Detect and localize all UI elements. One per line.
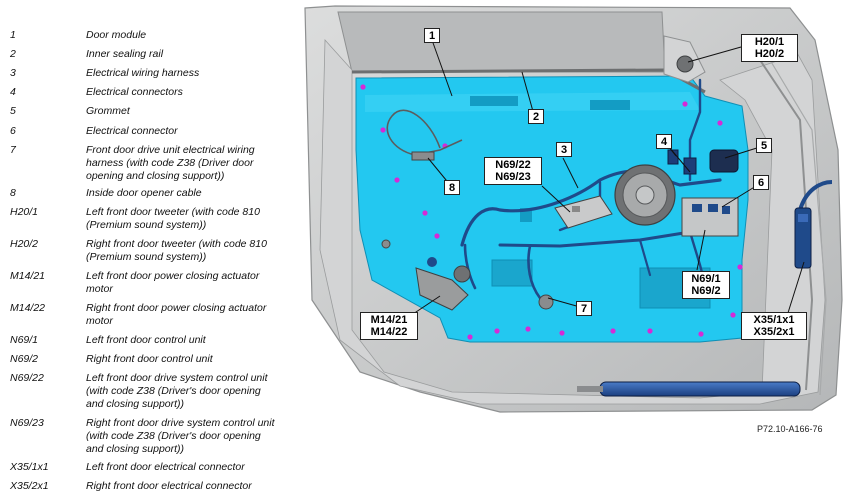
legend-description: Door module: [86, 29, 147, 41]
legend-code: N69/23: [10, 417, 44, 429]
door-control-unit: [681, 197, 739, 237]
callout-label: H20/1: [754, 36, 785, 48]
cable-clip: [411, 151, 435, 161]
legend-code: H20/2: [10, 238, 39, 250]
legend-code: N69/1: [10, 334, 39, 346]
drive-system-control-unit: [554, 195, 613, 229]
tweeter: [663, 35, 706, 83]
callout-7: 7: [576, 301, 592, 316]
legend-description: Left front door control unit: [86, 334, 206, 346]
callout-label: N69/2: [691, 285, 721, 297]
legend-code: 7: [10, 144, 16, 156]
legend-code: N69/22: [10, 372, 44, 384]
callout-label: 5: [760, 140, 768, 152]
legend-code: M14/21: [10, 270, 46, 282]
legend-description: Front door drive unit electrical wiring …: [86, 144, 255, 182]
callout-door-control-unit: N69/1 N69/2: [682, 271, 730, 299]
callout-8: 8: [444, 180, 460, 195]
callout-label: N69/23: [495, 171, 531, 183]
callout-6: 6: [753, 175, 769, 190]
window-frame: [337, 11, 666, 73]
callout-label: X35/1x1: [753, 314, 795, 326]
callout-label: M14/22: [370, 326, 408, 338]
callout-label: 6: [757, 177, 765, 189]
legend-description: Left front door drive system control uni…: [86, 372, 268, 410]
callout-label: N69/1: [691, 273, 721, 285]
callout-drive-system-control-unit: N69/22 N69/23: [484, 157, 542, 185]
callout-power-closing-actuator: M14/21 M14/22: [360, 312, 418, 340]
legend-code: 2: [10, 48, 16, 60]
legend-description: Left front door tweeter (with code 810 (…: [86, 206, 260, 231]
callout-2: 2: [528, 109, 544, 124]
legend-description: Left front door power closing actuator m…: [86, 270, 260, 295]
grommet: [709, 149, 739, 173]
legend-description: Electrical connector: [86, 125, 178, 137]
callout-4: 4: [656, 134, 672, 149]
legend-code: N69/2: [10, 353, 39, 365]
legend-description: Inner sealing rail: [86, 48, 164, 60]
callout-tweeter: H20/1 H20/2: [741, 34, 798, 62]
door-module-figure: 1 2 3 4 5 6 7 8 H20/1 H20/2 N69/22 N69/2…: [300, 0, 851, 500]
legend-description: Right front door drive system control un…: [86, 417, 275, 455]
legend-code: X35/2x1: [10, 480, 49, 492]
speaker: [614, 164, 676, 226]
legend-description: Right front door tweeter (with code 810 …: [86, 238, 267, 263]
legend-description: Electrical wiring harness: [86, 67, 200, 79]
legend-description: Inside door opener cable: [86, 187, 202, 199]
door-illustration: [304, 5, 843, 413]
callout-label: 7: [580, 303, 588, 315]
legend-description: Grommet: [86, 105, 130, 117]
callout-label: 3: [560, 144, 568, 156]
legend-description: Right front door control unit: [86, 353, 213, 365]
module-slot: [491, 259, 533, 287]
door-electrical-connector: [794, 180, 833, 269]
callout-label: N69/22: [495, 159, 531, 171]
legend-description: Electrical connectors: [86, 86, 183, 98]
legend-code: 8: [10, 187, 16, 199]
cable-anchor: [381, 239, 391, 249]
reference-code: P72.10-A166-76: [757, 424, 823, 434]
callout-5: 5: [756, 138, 772, 153]
inside-door-opener-cable: [386, 109, 463, 156]
callout-3: 3: [556, 142, 572, 157]
legend-code: X35/1x1: [10, 461, 49, 473]
legend-description: Right front door power closing actuator …: [86, 302, 267, 327]
legend-code: 4: [10, 86, 16, 98]
callout-1: 1: [424, 28, 440, 43]
legend-code: M14/22: [10, 302, 46, 314]
module-fastener-dots: [360, 84, 743, 340]
legend-code: 5: [10, 105, 16, 117]
legend-code: 6: [10, 125, 16, 137]
callout-label: X35/2x1: [753, 326, 795, 338]
callout-label: 1: [428, 30, 436, 42]
callout-label: 8: [448, 182, 456, 194]
callout-label: 2: [532, 111, 540, 123]
legend-code: 1: [10, 29, 16, 41]
door-edge: [769, 59, 827, 396]
module-slot: [590, 100, 630, 110]
legend-description: Right front door electrical connector: [86, 480, 252, 492]
callout-label: 4: [660, 136, 668, 148]
door-check-rod: [577, 381, 801, 397]
callout-label: M14/21: [370, 314, 408, 326]
module-slot: [470, 96, 518, 106]
callout-door-electrical-connector: X35/1x1 X35/2x1: [741, 312, 807, 340]
legend-code: H20/1: [10, 206, 39, 218]
legend-description: Left front door electrical connector: [86, 461, 245, 473]
callout-label: H20/2: [754, 48, 785, 60]
power-closing-actuator: [415, 257, 471, 311]
legend-code: 3: [10, 67, 16, 79]
drive-unit-grommet: [538, 294, 554, 310]
